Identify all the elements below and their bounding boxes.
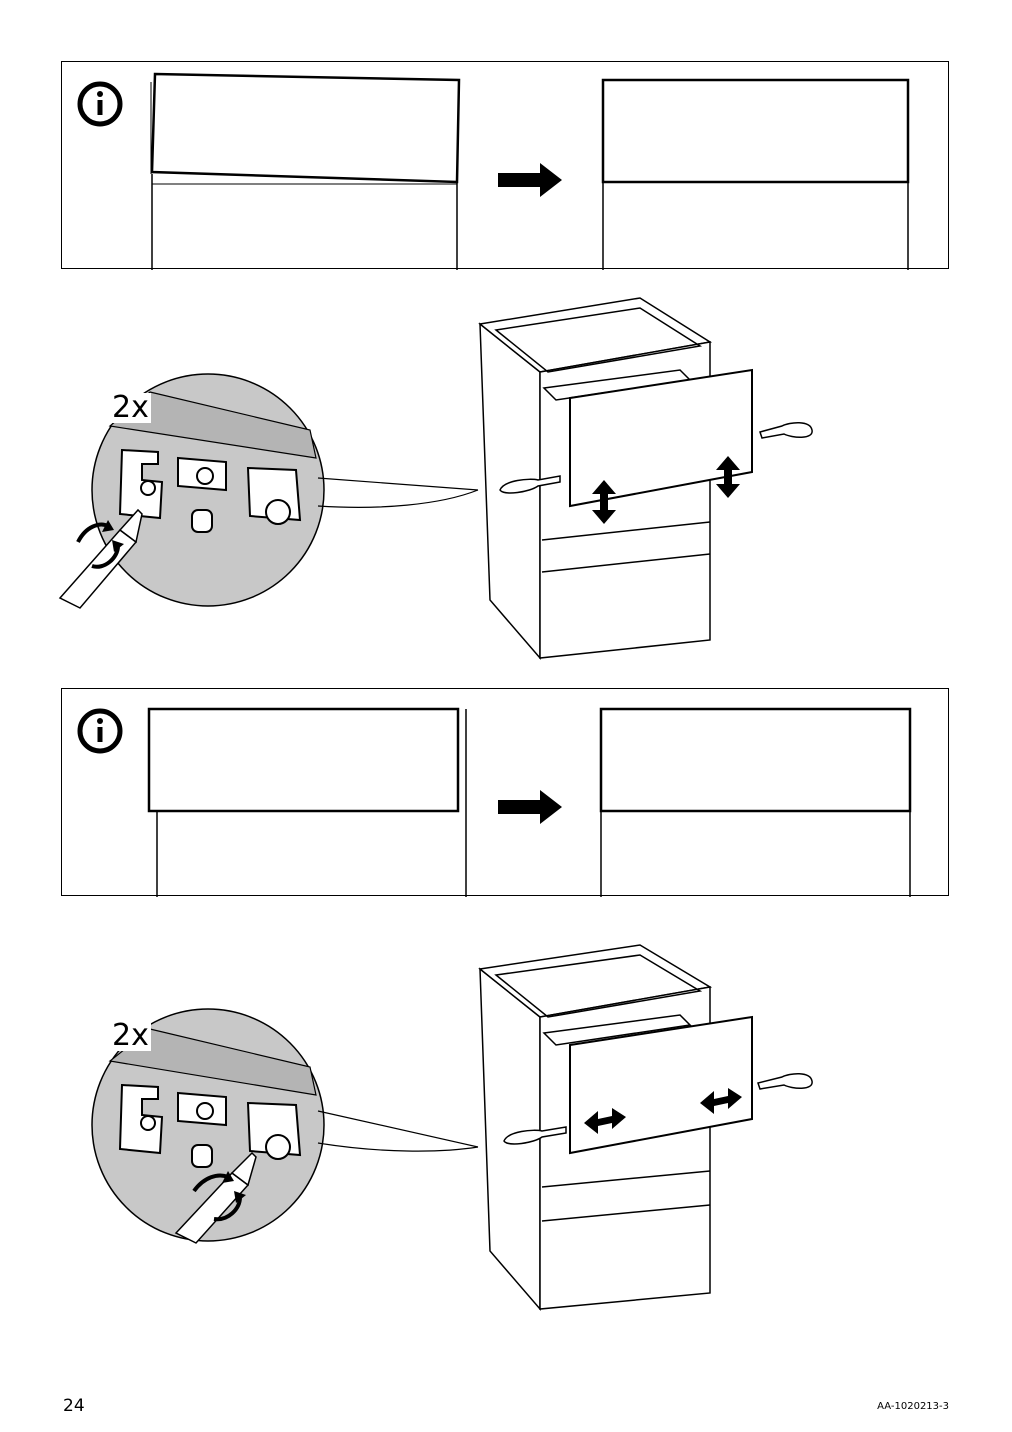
step-2-horizontal-adjust: 2x <box>0 935 1012 1335</box>
document-code: AA-1020213-3 <box>877 1401 949 1412</box>
page-number: 24 <box>63 1396 85 1416</box>
arrow-right-icon <box>498 163 562 197</box>
hinge-bracket <box>118 1083 302 1168</box>
before-illustration <box>150 72 461 270</box>
info-icon <box>77 708 123 754</box>
quantity-label: 2x <box>110 1018 151 1053</box>
info-panel-2 <box>61 688 949 897</box>
screwdriver-left-icon <box>503 1126 567 1145</box>
before-illustration <box>147 707 467 897</box>
screwdriver-left-icon <box>499 475 561 494</box>
horizontal-adjust-arrow-icon <box>584 1088 742 1134</box>
screwdriver-icon <box>174 1151 257 1244</box>
zoom-callout <box>58 373 479 609</box>
screwdriver-right-icon <box>759 422 813 439</box>
cabinet-illustration <box>478 944 753 1312</box>
after-illustration <box>599 707 912 897</box>
quantity-label: 2x <box>110 390 151 425</box>
after-illustration <box>601 78 910 270</box>
screwdriver-right-icon <box>757 1073 813 1090</box>
cabinet-illustration <box>478 297 753 661</box>
step-1-vertical-adjust: 2x <box>0 280 1012 680</box>
arrow-right-icon <box>498 790 562 824</box>
hinge-bracket <box>118 448 302 533</box>
vertical-adjust-arrow-icon <box>592 456 740 524</box>
info-icon <box>77 81 123 127</box>
zoom-callout <box>91 1008 479 1244</box>
info-panel-1 <box>61 61 949 270</box>
